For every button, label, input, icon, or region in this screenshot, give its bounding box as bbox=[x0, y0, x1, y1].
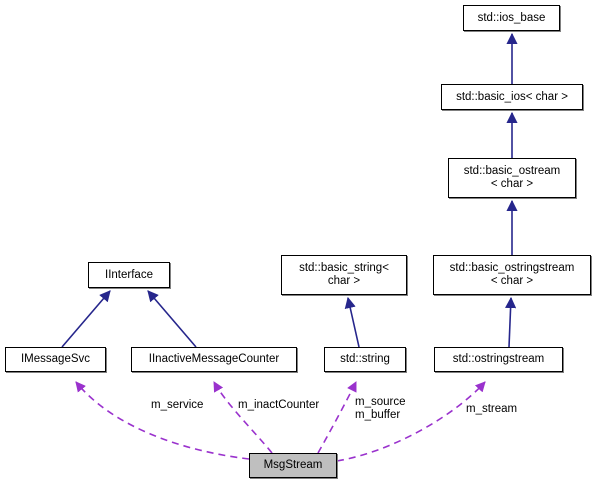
inheritance-edges bbox=[61, 32, 518, 348]
node-iinterface[interactable]: IInterface bbox=[88, 262, 170, 288]
node-label: MsgStream bbox=[263, 459, 323, 471]
node-std-basic-ostream-char[interactable]: std::basic_ostream < char > bbox=[448, 158, 576, 198]
node-imessagesvc[interactable]: IMessageSvc bbox=[5, 347, 106, 372]
edge-string-to-basic_string bbox=[344, 296, 360, 348]
node-label: std::ios_base bbox=[477, 11, 546, 24]
node-label: IInterface bbox=[105, 268, 153, 281]
node-label: std::string bbox=[340, 353, 390, 365]
node-std-string[interactable]: std::string bbox=[324, 347, 406, 372]
edge-IMessageSvc-to-IInterface bbox=[61, 290, 111, 348]
edge-MsgStream-to-string-m_source-m_buffer bbox=[317, 381, 357, 454]
edge-label-m-source: m_source bbox=[355, 396, 406, 408]
node-msgstream[interactable]: MsgStream bbox=[249, 453, 337, 478]
edge-IInactiveMessageCounter-to-IInterface bbox=[147, 290, 197, 348]
node-label: IMessageSvc bbox=[20, 353, 91, 365]
node-label: std::basic_ostream < char > bbox=[463, 165, 561, 190]
edge-label-m-inactcounter: m_inactCounter bbox=[238, 399, 320, 411]
node-std-ios-base[interactable]: std::ios_base bbox=[463, 5, 560, 31]
node-std-basic-string-char[interactable]: std::basic_string< char > bbox=[281, 255, 407, 295]
node-iinactivemessagecounter[interactable]: IInactiveMessageCounter bbox=[131, 347, 297, 372]
edge-label-m-buffer: m_buffer bbox=[355, 409, 401, 421]
node-label: IInactiveMessageCounter bbox=[148, 353, 280, 365]
edge-ostringstream-to-basic_ostringstream bbox=[504, 296, 517, 348]
node-label: std::basic_ostringstream < char > bbox=[449, 262, 575, 287]
node-label: std::ostringstream bbox=[452, 353, 545, 365]
node-label: std::basic_string< char > bbox=[299, 262, 389, 287]
association-edges bbox=[75, 381, 486, 462]
edge-MsgStream-to-IMessageSvc-m_service bbox=[75, 381, 250, 460]
edge-MsgStream-to-IInactiveMessageCounter-m_inactCounter bbox=[213, 381, 273, 454]
node-std-basic-ostringstream-char[interactable]: std::basic_ostringstream < char > bbox=[433, 255, 591, 295]
edge-label-m-stream: m_stream bbox=[466, 403, 518, 415]
edge-label-m-service: m_service bbox=[151, 399, 204, 411]
node-label: std::basic_ios< char > bbox=[456, 90, 568, 103]
node-std-basic-ios-char[interactable]: std::basic_ios< char > bbox=[441, 84, 583, 110]
node-std-ostringstream[interactable]: std::ostringstream bbox=[434, 347, 563, 372]
